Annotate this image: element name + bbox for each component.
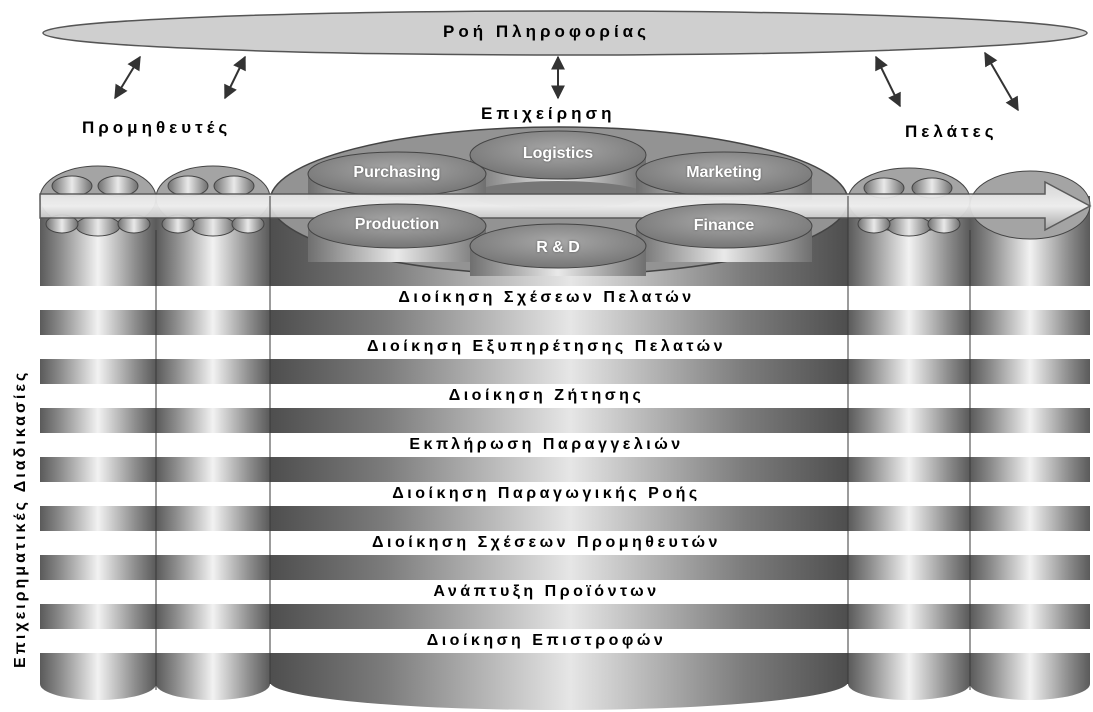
information-flow-label: Ροή Πληροφορίας (0, 22, 1093, 42)
process-label: Εκπλήρωση Παραγγελιών (0, 436, 1093, 454)
company-label: Επιχείρηση (481, 104, 616, 124)
info-arrow-supplier-2 (225, 57, 245, 98)
info-arrow-customer-1 (876, 57, 900, 106)
process-label: Διοίκηση Ζήτησης (0, 387, 1093, 405)
process-label: Διοίκηση Παραγωγικής Ροής (0, 485, 1093, 503)
logistics-label: Logistics (470, 145, 646, 163)
process-label: Διοίκηση Σχέσεων Πελατών (0, 289, 1093, 307)
business-processes-label: Επιχειρηματικές Διαδικασίες (12, 268, 30, 668)
marketing-label: Marketing (636, 164, 812, 182)
suppliers-label: Προμηθευτές (82, 118, 231, 138)
finance-label: Finance (636, 217, 812, 235)
info-arrow-supplier-1 (115, 57, 140, 98)
rd-label: R & D (470, 239, 646, 257)
production-label: Production (308, 216, 486, 234)
purchasing-label: Purchasing (308, 164, 486, 182)
process-label: Διοίκηση Εξυπηρέτησης Πελατών (0, 338, 1093, 356)
process-label: Ανάπτυξη Προϊόντων (0, 583, 1093, 601)
process-label: Διοίκηση Σχέσεων Προμηθευτών (0, 534, 1093, 552)
info-arrow-customer-2 (985, 53, 1018, 110)
customers-label: Πελάτες (905, 122, 998, 142)
process-label: Διοίκηση Επιστροφών (0, 632, 1093, 650)
